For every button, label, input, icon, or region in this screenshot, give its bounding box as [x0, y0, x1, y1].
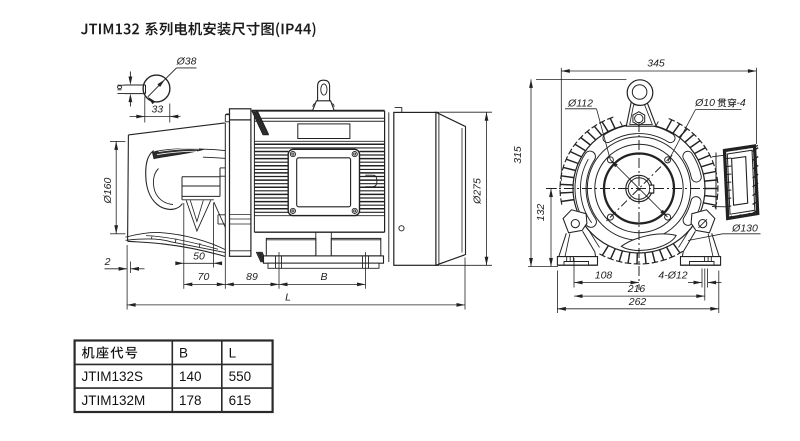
- svg-text:33: 33: [151, 104, 163, 116]
- svg-text:345: 345: [647, 58, 665, 70]
- svg-text:Ø112: Ø112: [567, 98, 593, 110]
- svg-text:Ø160: Ø160: [102, 177, 114, 204]
- svg-text:50: 50: [193, 250, 205, 262]
- svg-text:315: 315: [512, 146, 524, 164]
- svg-text:JTIM132M: JTIM132M: [82, 393, 146, 408]
- svg-text:140: 140: [179, 369, 202, 384]
- svg-text:L: L: [229, 346, 237, 361]
- svg-text:Ø130: Ø130: [731, 223, 758, 235]
- svg-text:132: 132: [535, 204, 547, 222]
- svg-text:108: 108: [595, 270, 613, 282]
- svg-text:615: 615: [229, 393, 252, 408]
- svg-text:Ø10: Ø10: [694, 97, 715, 109]
- svg-text:216: 216: [627, 283, 646, 295]
- svg-text:-4: -4: [736, 97, 745, 109]
- svg-text:70: 70: [198, 271, 210, 283]
- svg-text:JTIM132S: JTIM132S: [82, 369, 144, 384]
- svg-text:Ø275: Ø275: [472, 178, 484, 205]
- svg-text:L: L: [285, 292, 291, 304]
- svg-text:550: 550: [229, 369, 252, 384]
- svg-text:B: B: [320, 271, 327, 283]
- svg-text:178: 178: [179, 393, 202, 408]
- svg-text:Ø38: Ø38: [176, 56, 197, 68]
- svg-text:B: B: [179, 346, 188, 361]
- svg-text:2: 2: [104, 256, 111, 268]
- svg-text:4-Ø12: 4-Ø12: [658, 270, 687, 282]
- svg-text:262: 262: [628, 296, 647, 308]
- svg-text:89: 89: [246, 271, 258, 283]
